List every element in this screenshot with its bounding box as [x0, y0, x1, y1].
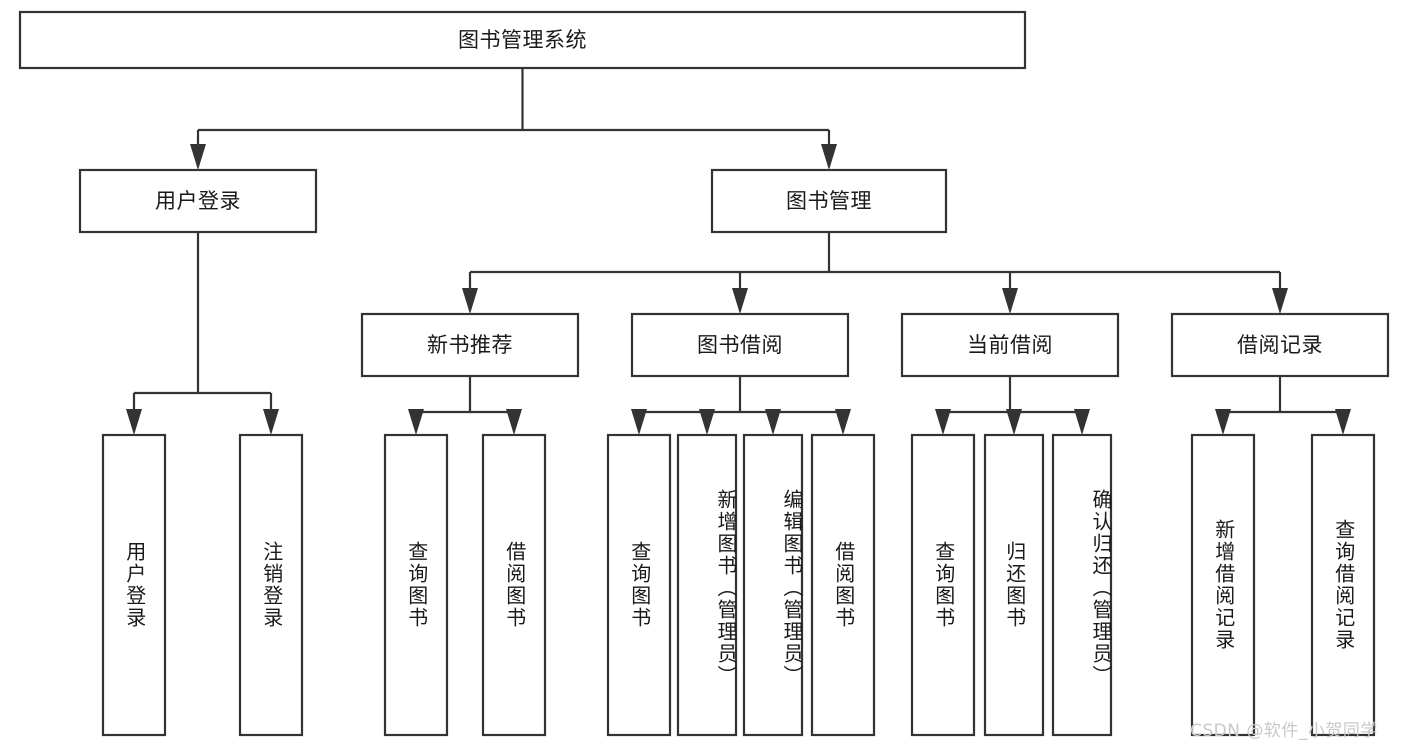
node-box-leaf-confirm-return[interactable]	[1051, 433, 1113, 737]
node-box-leaf-query-book-1[interactable]	[383, 433, 449, 737]
node-book-borrow[interactable]	[632, 314, 848, 376]
arrow-head-icon-new-book-recommend	[462, 288, 478, 314]
arrow-head-icon-user-login	[190, 144, 206, 170]
arrow-head-icon-current-borrow	[1002, 288, 1018, 314]
node-new-book-recommend[interactable]	[362, 314, 578, 376]
node-box-current-borrow[interactable]	[900, 312, 1120, 378]
node-leaf-logout[interactable]	[240, 435, 302, 735]
node-current-borrow[interactable]	[902, 314, 1118, 376]
arrow-head-icon-leaf-user-login	[126, 409, 142, 435]
arrow-head-icon-leaf-edit-book	[765, 409, 781, 435]
arrow-head-icon-leaf-add-record	[1215, 409, 1231, 435]
node-leaf-user-login[interactable]	[103, 435, 165, 735]
node-leaf-borrow-book-2[interactable]	[812, 435, 874, 735]
arrow-head-icon-book-borrow	[732, 288, 748, 314]
arrow-head-icon-book-manage	[821, 144, 837, 170]
node-box-leaf-query-book-2[interactable]	[606, 433, 672, 737]
arrow-head-icon-leaf-query-book-1	[408, 409, 424, 435]
node-leaf-add-book[interactable]	[678, 435, 736, 735]
arrow-head-icon-leaf-logout	[263, 409, 279, 435]
arrow-head-icon-leaf-borrow-book-1	[506, 409, 522, 435]
node-leaf-edit-book[interactable]	[744, 435, 802, 735]
node-box-user-login[interactable]	[78, 168, 318, 234]
arrow-head-icon-leaf-query-book-2	[631, 409, 647, 435]
node-box-root[interactable]	[18, 10, 1027, 70]
node-box-new-book-recommend[interactable]	[360, 312, 580, 378]
arrow-head-icon-leaf-borrow-book-2	[835, 409, 851, 435]
node-leaf-add-record[interactable]	[1192, 435, 1254, 735]
node-root[interactable]	[20, 12, 1025, 68]
node-leaf-confirm-return[interactable]	[1053, 435, 1111, 735]
node-box-leaf-user-login[interactable]	[101, 433, 167, 737]
node-box-leaf-edit-book[interactable]	[742, 433, 804, 737]
node-leaf-query-record[interactable]	[1312, 435, 1374, 735]
connectors-layer	[126, 68, 1351, 435]
node-leaf-query-book-1[interactable]	[385, 435, 447, 735]
arrow-head-icon-leaf-add-book	[699, 409, 715, 435]
node-leaf-query-book-2[interactable]	[608, 435, 670, 735]
node-user-login[interactable]	[80, 170, 316, 232]
node-box-book-borrow[interactable]	[630, 312, 850, 378]
node-borrow-record[interactable]	[1172, 314, 1388, 376]
node-box-leaf-add-book[interactable]	[676, 433, 738, 737]
node-leaf-return-book[interactable]	[985, 435, 1043, 735]
node-leaf-borrow-book-1[interactable]	[483, 435, 545, 735]
csdn-watermark: CSDN @软件_小贺同学	[1190, 721, 1378, 741]
node-box-leaf-return-book[interactable]	[983, 433, 1045, 737]
node-box-leaf-query-book-3[interactable]	[910, 433, 976, 737]
node-book-manage[interactable]	[712, 170, 946, 232]
node-box-leaf-borrow-book-1[interactable]	[481, 433, 547, 737]
boxes-layer	[18, 10, 1390, 737]
arrow-head-icon-borrow-record	[1272, 288, 1288, 314]
arrow-head-icon-leaf-query-record	[1335, 409, 1351, 435]
arrow-head-icon-leaf-confirm-return	[1074, 409, 1090, 435]
arrow-head-icon-leaf-query-book-3	[935, 409, 951, 435]
node-box-leaf-logout[interactable]	[238, 433, 304, 737]
node-box-leaf-add-record[interactable]	[1190, 433, 1256, 737]
node-box-leaf-borrow-book-2[interactable]	[810, 433, 876, 737]
node-box-book-manage[interactable]	[710, 168, 948, 234]
node-box-borrow-record[interactable]	[1170, 312, 1390, 378]
arrow-head-icon-leaf-return-book	[1006, 409, 1022, 435]
node-leaf-query-book-3[interactable]	[912, 435, 974, 735]
node-box-leaf-query-record[interactable]	[1310, 433, 1376, 737]
